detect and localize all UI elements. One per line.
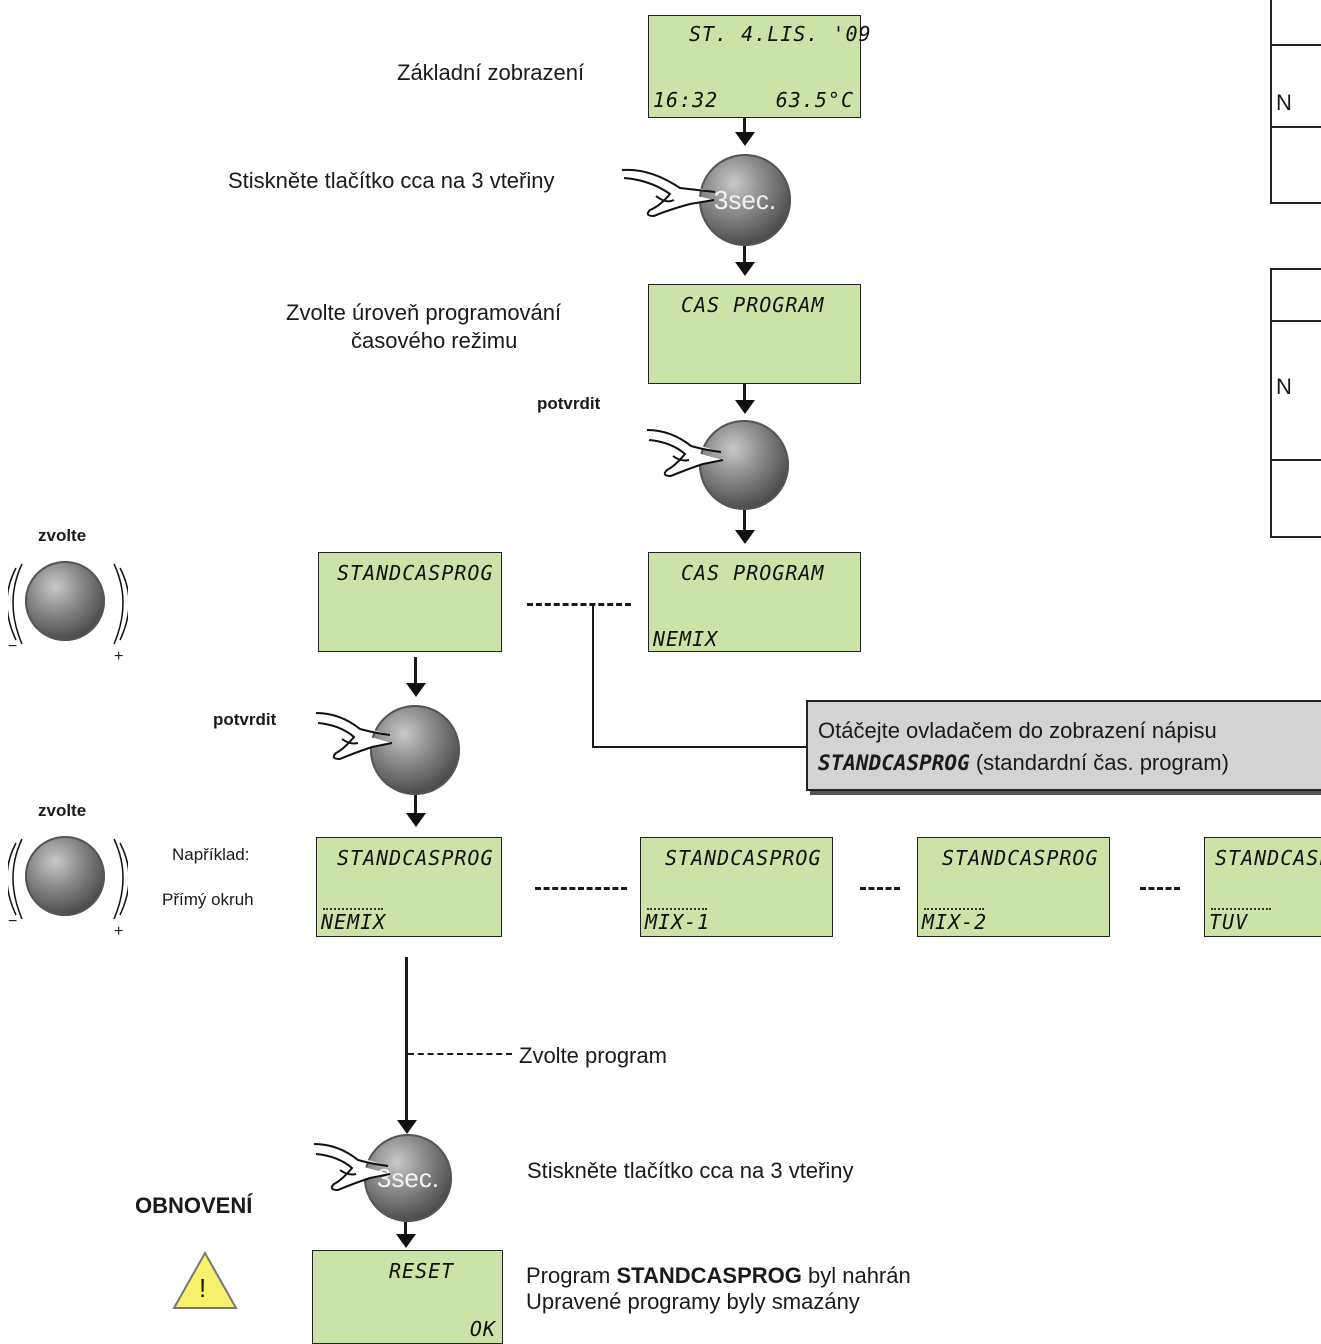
confirm-label-1: potvrdit <box>537 394 601 413</box>
rotate-arrows-icon <box>8 838 128 920</box>
knob-confirm-1[interactable] <box>699 420 789 510</box>
lcd-reset-title: RESET <box>389 1259 455 1283</box>
knob-3sec-bottom-label: 3sec. <box>376 1162 440 1193</box>
callout-line-1: Otáčejte ovladačem do zobrazení nápisu <box>818 718 1217 743</box>
knob-3sec-top-label: 3sec. <box>713 184 777 215</box>
lcd-cas-program-1-title: CAS PROGRAM <box>681 293 825 317</box>
lcd-circuit-mix2-title: STANDCASPROG <box>942 846 1099 870</box>
lcd-circuit-mix1-title: STANDCASPROG <box>665 846 822 870</box>
lcd-reset-ok: OK <box>469 1317 496 1341</box>
confirm-label-2: potvrdit <box>213 710 277 729</box>
instruction-callout: Otáčejte ovladačem do zobrazení nápisu S… <box>806 700 1321 791</box>
arrow-bottom-knob-down <box>404 1222 407 1240</box>
hand-pressing-icon <box>646 429 724 478</box>
press-3sec-top-label: Stiskněte tlačítko cca na 3 vteřiny <box>228 168 555 193</box>
press-3sec-bottom-label: Stiskněte tlačítko cca na 3 vteřiny <box>527 1158 854 1183</box>
callout-line-2: (standardní čas. program) <box>969 750 1229 775</box>
result-line-1: Program STANDCASPROG byl nahrán <box>526 1263 911 1289</box>
lcd-circuit-tuv-title: STANDCASPROG <box>1215 846 1321 870</box>
lcd-home-date: ST. 4.LIS. '09 <box>689 22 872 46</box>
hand-pressing-icon <box>313 1143 391 1192</box>
lcd-cas-program-2: CAS PROGRAM NEMIX <box>648 552 861 652</box>
arrow-head-icon <box>735 400 755 414</box>
arrow-long-down <box>405 957 408 1125</box>
knob-select-1[interactable] <box>25 561 105 641</box>
arrow-standcas-down <box>414 657 417 687</box>
arrow-knob1-down <box>743 246 746 266</box>
hand-pressing-icon <box>315 712 393 761</box>
warning-mark: ! <box>199 1273 207 1303</box>
lcd-cas-program-2-title: CAS PROGRAM <box>681 561 825 585</box>
restore-label: OBNOVENÍ <box>135 1193 253 1218</box>
callout-leader-horizontal <box>592 746 807 748</box>
lcd-circuit-mix2: STANDCASPROG MIX-2 <box>917 837 1110 937</box>
arrow-head-icon <box>735 132 755 146</box>
callout-leader-vertical <box>592 603 594 748</box>
plus-sign-1: + <box>114 648 124 665</box>
arrow-cas1-down <box>743 384 746 404</box>
result-suffix: byl nahrán <box>801 1263 911 1288</box>
lcd-circuit-nemix: STANDCASPROG NEMIX <box>316 837 502 937</box>
lcd-standcasprog-1-title: STANDCASPROG <box>337 561 494 585</box>
arrow-confirm1-down <box>743 510 746 534</box>
lcd-circuit-tuv: STANDCASPROG TUV <box>1204 837 1321 937</box>
arrow-confirm2-down <box>414 795 417 817</box>
example-label: Například: <box>172 845 250 864</box>
warning-triangle-icon <box>172 1250 238 1309</box>
arrow-head-icon <box>396 1234 416 1248</box>
lcd-reset: RESET OK <box>312 1250 503 1344</box>
minus-sign-2: − <box>8 913 18 930</box>
choose-level-label-1: Zvolte úroveň programování <box>286 300 562 325</box>
lcd-home-time: 16:32 <box>653 88 719 112</box>
dashed-connector-2 <box>535 887 627 890</box>
arrow-head-icon <box>735 530 755 544</box>
callout-bold-program: STANDCASPROG <box>818 751 970 775</box>
lcd-cas-program-2-circuit: NEMIX <box>653 627 719 651</box>
plus-sign-2: + <box>114 923 124 940</box>
lcd-standcasprog-1: STANDCASPROG <box>318 552 502 652</box>
side-table-2: N <box>1270 268 1321 538</box>
lcd-cas-program-1: CAS PROGRAM <box>648 284 861 384</box>
arrow-head-icon <box>406 813 426 827</box>
lcd-circuit-mix2-name: MIX-2 <box>922 910 988 934</box>
lcd-circuit-mix1-name: MIX-1 <box>645 910 711 934</box>
hand-pressing-icon <box>621 168 716 218</box>
knob-3sec-top[interactable]: 3sec. <box>699 154 791 246</box>
arrow-head-icon <box>735 262 755 276</box>
knob-3sec-bottom[interactable]: 3sec. <box>364 1134 452 1222</box>
side-table-1: N <box>1270 0 1321 204</box>
select-label-1: zvolte <box>38 526 87 545</box>
minus-sign-1: − <box>8 638 18 655</box>
dashed-connector-4 <box>1140 887 1180 890</box>
side-table-1-letter: N <box>1276 90 1292 115</box>
choose-program-label: Zvolte program <box>519 1043 667 1068</box>
lcd-home-temp: 63.5°C <box>775 88 854 112</box>
arrow-home-down <box>743 118 746 138</box>
dashed-connector-1 <box>527 603 631 606</box>
choose-level-label-2: časového režimu <box>351 328 518 353</box>
rotate-arrows-icon <box>8 563 128 645</box>
dashed-connector-3 <box>860 887 900 890</box>
side-table-2-letter: N <box>1276 374 1292 399</box>
result-prefix: Program <box>526 1263 617 1288</box>
select-label-2: zvolte <box>38 801 87 820</box>
knob-select-2[interactable] <box>25 836 105 916</box>
choose-program-leader <box>408 1053 512 1055</box>
arrow-head-icon <box>397 1120 417 1134</box>
lcd-circuit-tuv-name: TUV <box>1209 910 1249 934</box>
basic-display-label: Základní zobrazení <box>397 60 585 85</box>
result-program: STANDCASPROG <box>616 1263 802 1288</box>
lcd-circuit-nemix-name: NEMIX <box>321 910 387 934</box>
direct-circuit-label: Přímý okruh <box>162 890 254 909</box>
knob-confirm-2[interactable] <box>370 705 460 795</box>
arrow-head-icon <box>406 683 426 697</box>
lcd-circuit-mix1: STANDCASPROG MIX-1 <box>640 837 833 937</box>
result-line-2: Upravené programy byly smazány <box>526 1289 860 1314</box>
lcd-circuit-nemix-title: STANDCASPROG <box>337 846 494 870</box>
lcd-home: ST. 4.LIS. '09 16:32 63.5°C <box>648 15 871 118</box>
